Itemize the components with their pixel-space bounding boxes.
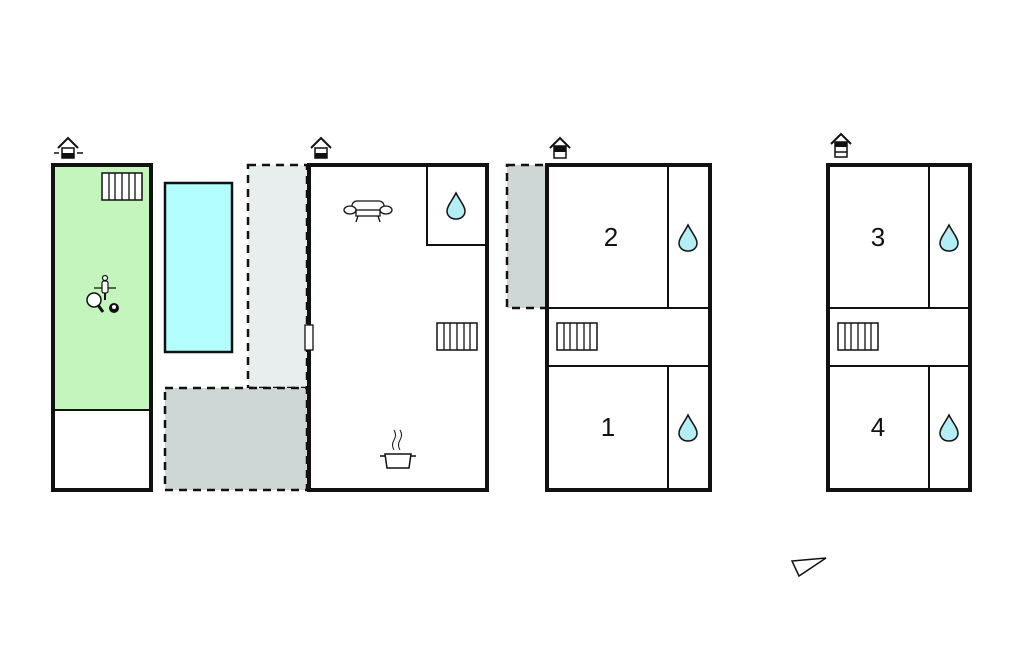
radiator-icon <box>837 322 879 351</box>
bedroom-building-1: 2 1 <box>545 163 712 492</box>
radiator-icon <box>556 322 598 351</box>
room-number-1: 1 <box>601 412 615 442</box>
terrace <box>246 163 309 390</box>
door <box>304 324 314 351</box>
room-number-3: 3 <box>871 222 885 252</box>
room-number-2: 2 <box>604 222 618 252</box>
main-building <box>304 163 489 492</box>
activity-building <box>51 163 153 492</box>
room-number-4: 4 <box>871 412 885 442</box>
table-football-icon <box>94 274 116 300</box>
terrace <box>505 163 549 310</box>
floor-level-icon <box>549 136 571 159</box>
floor-level-icon <box>54 136 83 159</box>
storage-room <box>53 410 151 490</box>
sofa-icon <box>343 200 393 223</box>
ping-pong-icon <box>86 292 105 313</box>
terrace <box>163 386 309 492</box>
swimming-pool <box>163 181 234 354</box>
north-arrow-icon <box>790 557 827 578</box>
floor-level-icon <box>310 136 332 159</box>
cooking-pot-icon <box>380 429 416 469</box>
floor-level-icon <box>830 132 852 158</box>
radiator-icon <box>436 322 478 351</box>
radiator-icon <box>101 172 143 201</box>
bedroom-building-2: 3 4 <box>826 163 972 492</box>
billiard-ball-icon <box>109 303 119 313</box>
